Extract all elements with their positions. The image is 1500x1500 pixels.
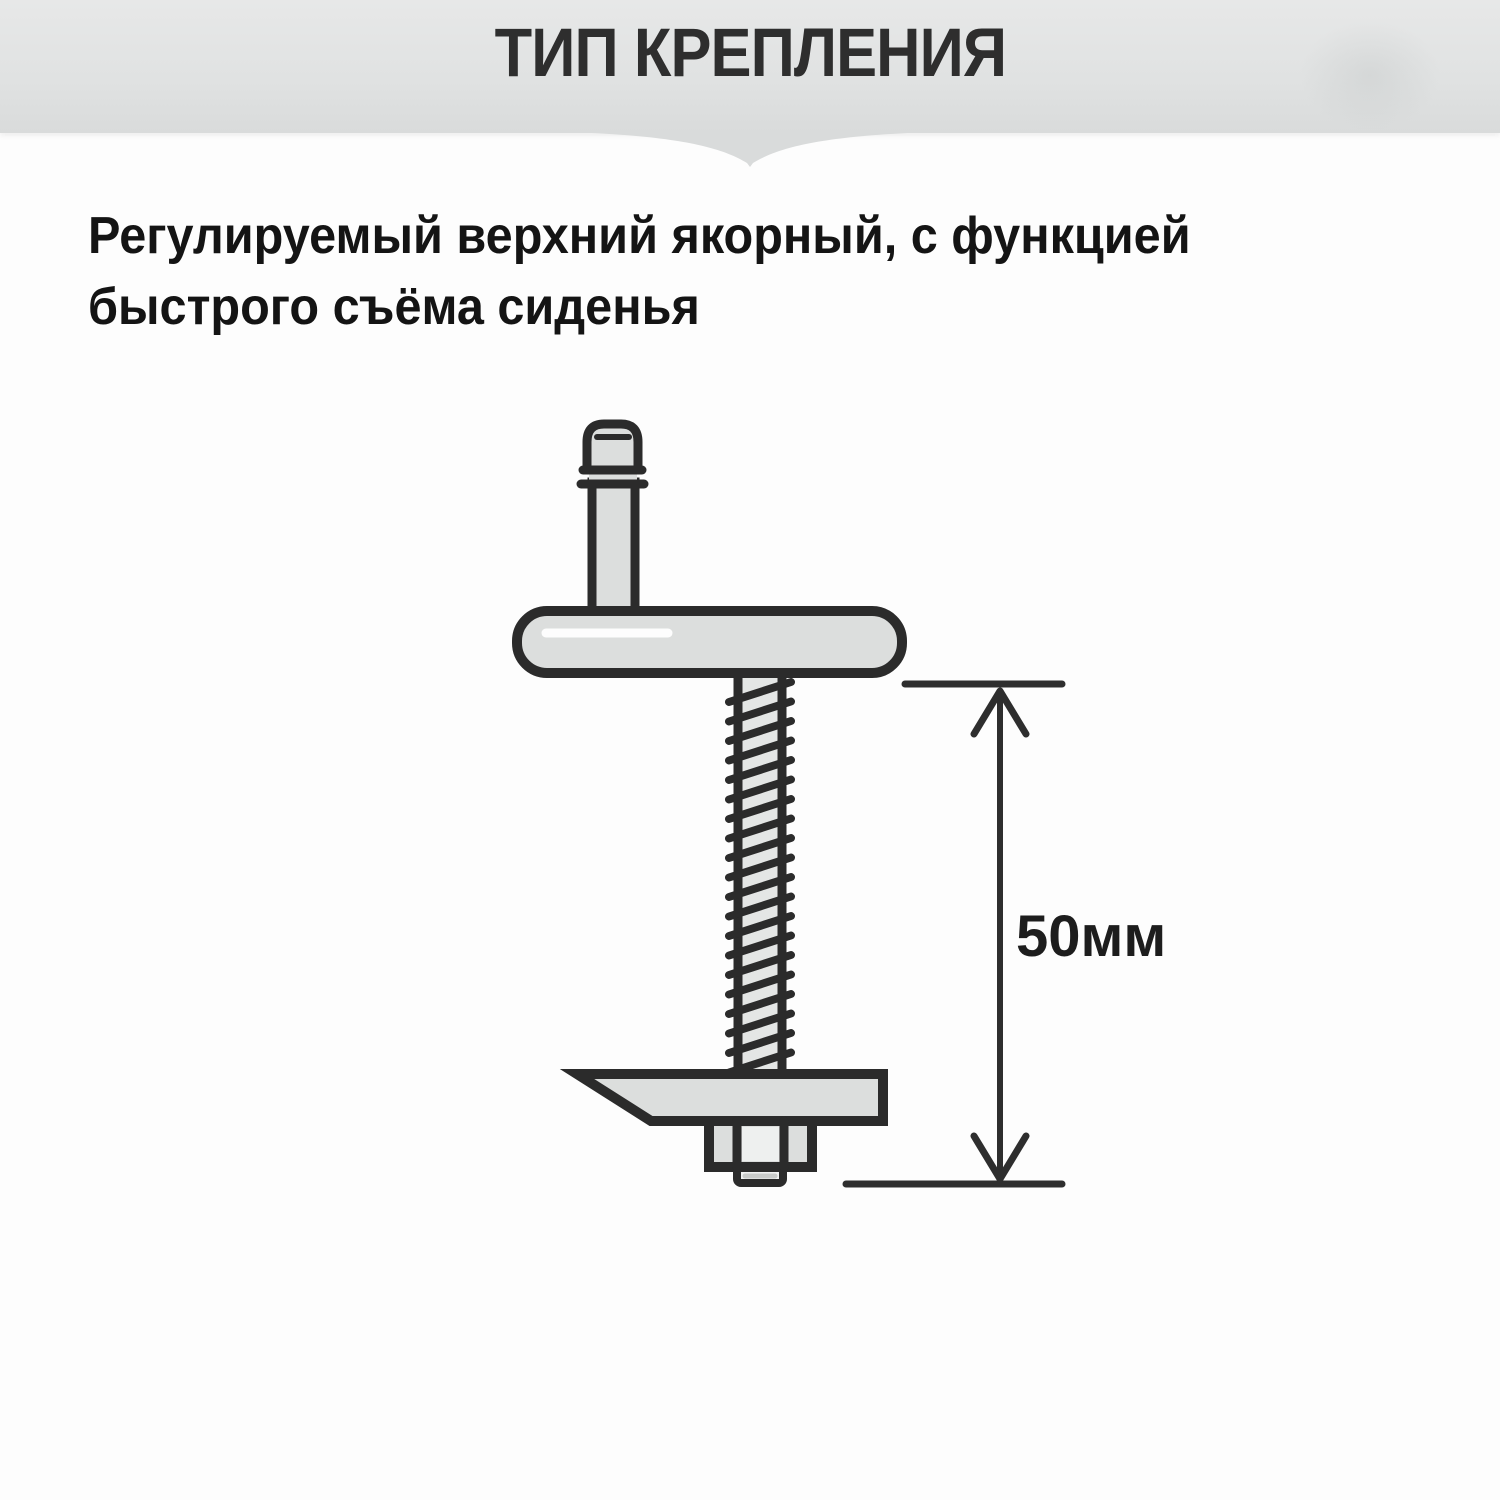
mounting-plate <box>512 606 907 678</box>
page-title: ТИП КРЕПЛЕНИЯ <box>494 14 1006 91</box>
wedge-washer <box>559 1069 888 1126</box>
nut-center-facet <box>742 1127 779 1161</box>
dimension-annotation <box>842 680 1066 1188</box>
dimension-label: 50мм <box>1016 904 1166 969</box>
pin-shaft <box>587 477 640 625</box>
nut-facet-lines <box>732 1116 789 1172</box>
book-fold-shape <box>538 131 962 167</box>
threaded-rod-threads <box>725 678 795 1077</box>
banner-curve-decoration <box>538 131 962 167</box>
pin-cap <box>582 419 643 475</box>
dimension-arrowhead-down <box>970 1132 1030 1183</box>
description-text: Регулируемый верхний якорный, с функцией… <box>88 207 1191 336</box>
faint-watermark <box>1300 20 1440 130</box>
header-banner: ТИП КРЕПЛЕНИЯ <box>0 0 1500 133</box>
dimension-arrowhead-up <box>970 687 1030 738</box>
